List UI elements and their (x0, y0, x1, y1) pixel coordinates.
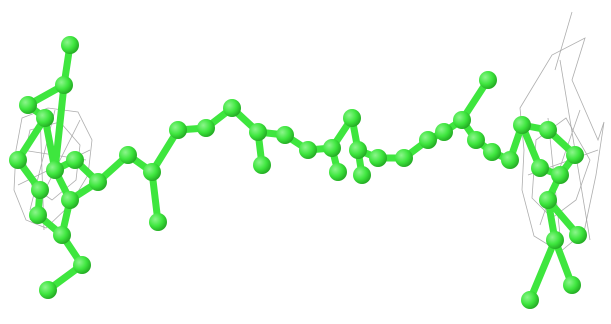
atom-sphere (9, 151, 27, 169)
atom-sphere (563, 276, 581, 294)
atom-sphere (369, 149, 387, 167)
atom-sphere (566, 146, 584, 164)
atom-sphere (36, 109, 54, 127)
atom-sphere (539, 191, 557, 209)
atom-sphere (329, 163, 347, 181)
density-mesh-line (531, 117, 591, 219)
atom-sphere (349, 141, 367, 159)
atom-sphere (39, 281, 57, 299)
atom-sphere (249, 123, 267, 141)
atom-sphere (521, 291, 539, 309)
atom-sphere (483, 143, 501, 161)
atom-network (9, 36, 587, 309)
atom-sphere (169, 121, 187, 139)
atom-sphere (29, 206, 47, 224)
atom-sphere (569, 226, 587, 244)
atom-sphere (61, 191, 79, 209)
atom-sphere (149, 213, 167, 231)
electron-density-mesh (13, 11, 605, 253)
atom-sphere (435, 123, 453, 141)
atom-sphere (513, 116, 531, 134)
atom-sphere (299, 141, 317, 159)
atom-sphere (479, 71, 497, 89)
atom-sphere (551, 166, 569, 184)
atom-sphere (501, 151, 519, 169)
atom-sphere (467, 131, 485, 149)
atom-sphere (66, 151, 84, 169)
atom-sphere (61, 36, 79, 54)
atom-sphere (143, 163, 161, 181)
atom-sphere (419, 131, 437, 149)
atom-sphere (395, 149, 413, 167)
atom-sphere (453, 111, 471, 129)
atom-sphere (31, 181, 49, 199)
atom-sphere (276, 126, 294, 144)
atom-sphere (53, 226, 71, 244)
atom-sphere (89, 173, 107, 191)
atom-sphere (197, 119, 215, 137)
atom-sphere (55, 76, 73, 94)
atom-sphere (19, 96, 37, 114)
atom-sphere (119, 146, 137, 164)
bond-stick (526, 236, 559, 304)
atom-sphere (546, 231, 564, 249)
atom-sphere (46, 161, 64, 179)
atom-sphere (73, 256, 91, 274)
density-mesh-line (519, 37, 605, 253)
bond-stick (51, 81, 68, 174)
atom-sphere (531, 159, 549, 177)
atom-sphere (253, 156, 271, 174)
atom-sphere (223, 99, 241, 117)
atom-sphere (353, 166, 371, 184)
atom-sphere (539, 121, 557, 139)
atom-sphere (343, 109, 361, 127)
atom-sphere (323, 139, 341, 157)
